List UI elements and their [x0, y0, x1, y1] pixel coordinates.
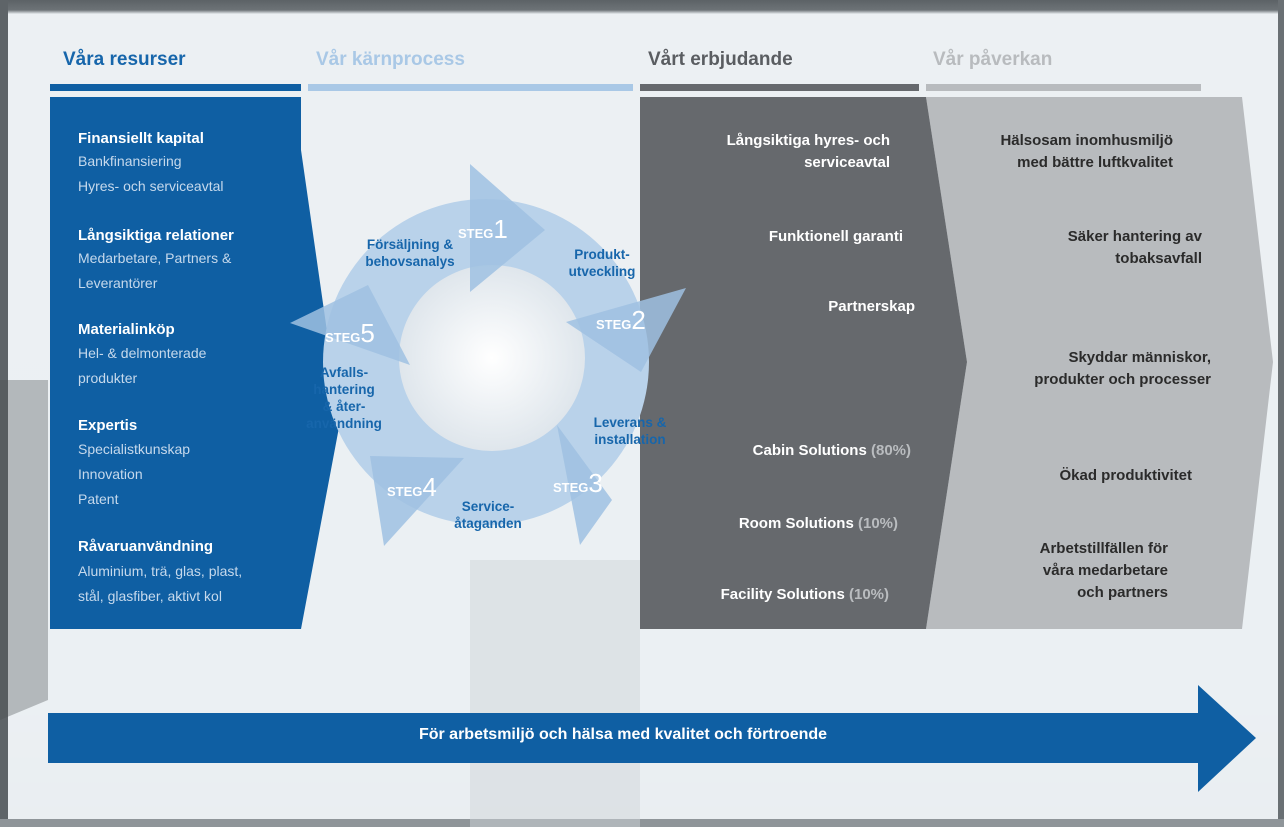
step5-label: STEG5 [325, 318, 375, 348]
offering-panel [640, 97, 967, 629]
resource-lines: Medarbetare, Partners &Leverantörer [78, 250, 232, 291]
step5-name: Avfalls-hantering & åter-användning [306, 365, 382, 431]
header-offering: Vårt erbjudande [648, 49, 793, 70]
impact-item: Ökad produktivitet [1059, 467, 1192, 484]
resource-title: Långsiktiga relationer [78, 227, 234, 244]
resources-panel [50, 97, 340, 629]
step1-label: STEG1 [458, 214, 508, 244]
header-bar-resources [50, 84, 301, 91]
step3-name: Leverans &installation [593, 415, 667, 447]
step2-label: STEG2 [596, 305, 646, 335]
header-impact: Vår påverkan [933, 49, 1053, 70]
bottom-arrow-label: För arbetsmiljö och hälsa med kvalitet o… [418, 726, 828, 743]
resource-title: Råvaruanvändning [78, 538, 214, 555]
impact-chevron [926, 97, 1273, 629]
offering-segment: Cabin Solutions (80%) [752, 442, 911, 459]
header-bar-process [308, 84, 633, 91]
step2-name: Produkt-utveckling [568, 247, 636, 279]
cycle-center [399, 265, 585, 451]
step4-arrowhead [370, 456, 464, 546]
offering-item: Funktionell garanti [768, 228, 903, 245]
resource-title: Materialinköp [78, 321, 175, 338]
offering-segment: Facility Solutions (10%) [720, 586, 889, 603]
resource-lines: Aluminium, trä, glas, plast,stål, glasfi… [78, 563, 243, 604]
step1-name: Försäljning &behovsanalys [365, 237, 455, 269]
step4-name: Service-åtaganden [454, 499, 522, 531]
resource-title: Finansiellt kapital [78, 130, 204, 147]
step1-arrowhead [470, 164, 545, 292]
step3-label: STEG3 [553, 468, 603, 498]
step2-arrowhead [566, 288, 686, 372]
bottom-arrow [48, 685, 1256, 792]
impact-item: Skyddar människor,produkter och processe… [1034, 349, 1211, 388]
header-resources: Våra resurser [63, 49, 186, 70]
resource-title: Expertis [78, 417, 138, 434]
header-bar-offering [640, 84, 919, 91]
offering-segment: Room Solutions (10%) [738, 515, 898, 532]
header-bar-impact [926, 84, 1201, 91]
step4-label: STEG4 [387, 472, 437, 502]
header-process: Vår kärnprocess [316, 49, 465, 70]
offering-item: Partnerskap [828, 298, 915, 315]
step3-arrowhead [557, 425, 612, 545]
step5-arrowhead [290, 285, 410, 365]
